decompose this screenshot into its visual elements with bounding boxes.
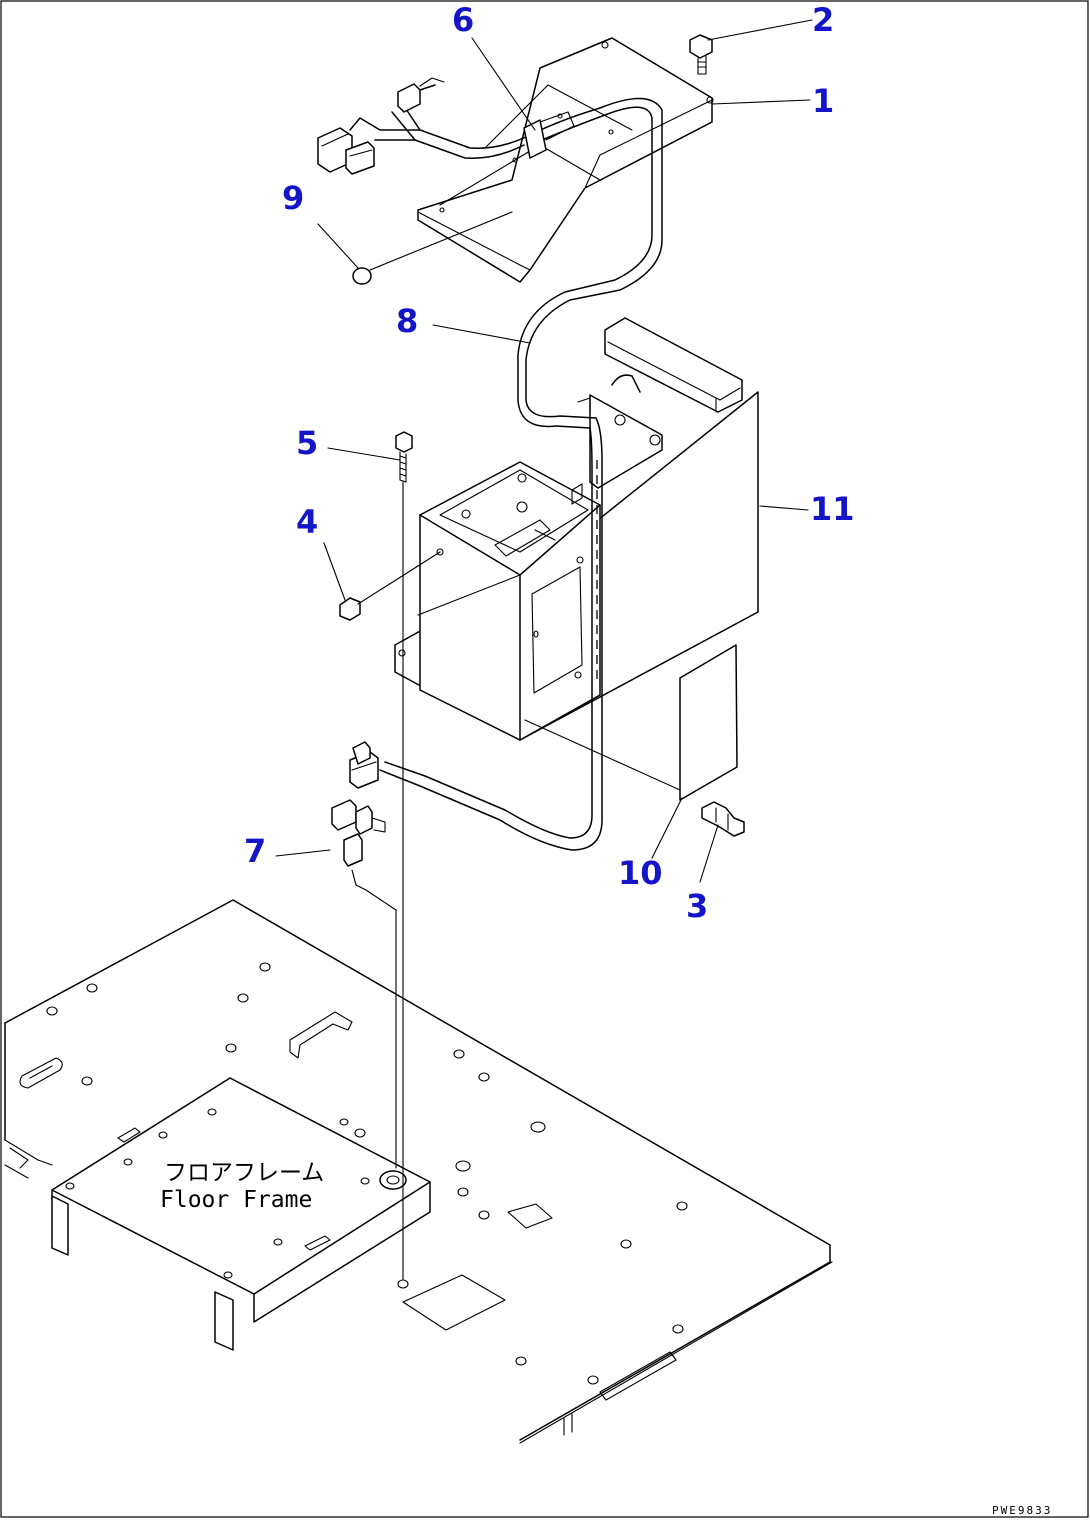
callout-9: 9 — [282, 179, 304, 217]
floor-holes — [46, 962, 688, 1385]
long-bolt — [395, 431, 413, 1289]
upper-bracket — [417, 37, 714, 283]
leader-lines — [275, 19, 813, 883]
callout-4: 4 — [296, 503, 318, 541]
grommet-9 — [352, 211, 513, 285]
callout-7: 7 — [244, 832, 266, 870]
clip-3 — [701, 801, 745, 837]
floor-frame-label-en: Floor Frame — [160, 1187, 312, 1213]
bolt-2 — [689, 34, 713, 75]
floor-frame — [4, 899, 833, 1444]
callout-11: 11 — [810, 490, 855, 528]
floor-frame-label-jp: フロアフレーム — [164, 1160, 324, 1186]
harness-connectors-lower — [331, 741, 397, 1169]
callout-8: 8 — [396, 302, 418, 340]
callout-6: 6 — [452, 1, 474, 39]
callout-5: 5 — [296, 424, 318, 462]
callout-labels: 1 2 3 4 5 6 7 8 9 10 11 — [244, 1, 855, 925]
controller-box — [394, 317, 759, 741]
harness-connectors-upper — [317, 77, 445, 175]
floor-frame-section: フロアフレーム Floor Frame — [4, 1077, 431, 1351]
callout-3: 3 — [686, 887, 708, 925]
drawing-code: PWE9833 — [992, 1504, 1052, 1517]
callout-1: 1 — [812, 82, 834, 120]
bolt-4 — [339, 551, 441, 621]
callout-10: 10 — [618, 854, 663, 892]
wiring-harness — [349, 84, 663, 851]
callout-2: 2 — [812, 1, 834, 39]
